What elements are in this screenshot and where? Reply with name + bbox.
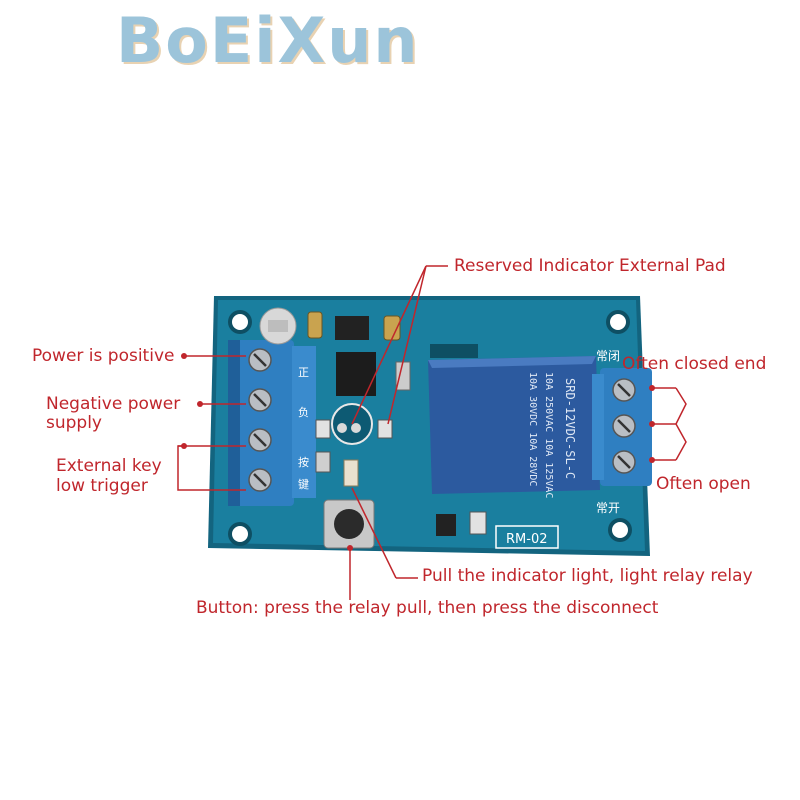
label-reserved-pad: Reserved Indicator External Pad <box>454 256 726 276</box>
input-terminal-block <box>228 340 316 506</box>
label-negative-supply-line1: Negative power <box>46 394 181 414</box>
label-button: Button: press the relay pull, then press… <box>196 598 659 618</box>
terminal-mark-key-2: 键 <box>298 477 309 491</box>
relay-rating-ac: 10A 250VAC 10A 125VAC <box>543 372 554 498</box>
nc-mark: 常闭 <box>596 349 620 363</box>
label-often-open: Often open <box>656 474 751 494</box>
model-silkscreen: RM-02 <box>495 525 559 549</box>
annotation-dots <box>181 353 655 551</box>
label-power-positive: Power is positive <box>32 346 175 366</box>
label-negative-supply-line2: supply <box>46 413 102 433</box>
relay-component <box>428 356 600 494</box>
terminal-mark-negative: 负 <box>298 405 309 419</box>
label-often-closed-end: Often closed end <box>622 354 767 374</box>
label-indicator: Pull the indicator light, light relay re… <box>422 566 753 586</box>
output-terminal-block <box>592 368 652 486</box>
terminal-mark-key-1: 按 <box>298 455 309 469</box>
relay-model-text: SRD-12VDC-SL-C <box>563 378 577 479</box>
board-model-text: RM-02 <box>506 532 547 547</box>
no-mark: 常开 <box>596 501 620 515</box>
push-button-component <box>323 499 375 549</box>
brand-logo: BoEiXun <box>116 4 420 77</box>
terminal-mark-positive: 正 <box>298 366 309 379</box>
components <box>259 307 487 536</box>
label-external-key-line2: low trigger <box>56 476 148 496</box>
annotation-lines <box>177 265 687 600</box>
mounting-holes <box>228 310 632 546</box>
label-external-key-line1: External key <box>56 456 162 476</box>
relay-rating-dc: 10A 30VDC 10A 28VDC <box>527 372 538 486</box>
